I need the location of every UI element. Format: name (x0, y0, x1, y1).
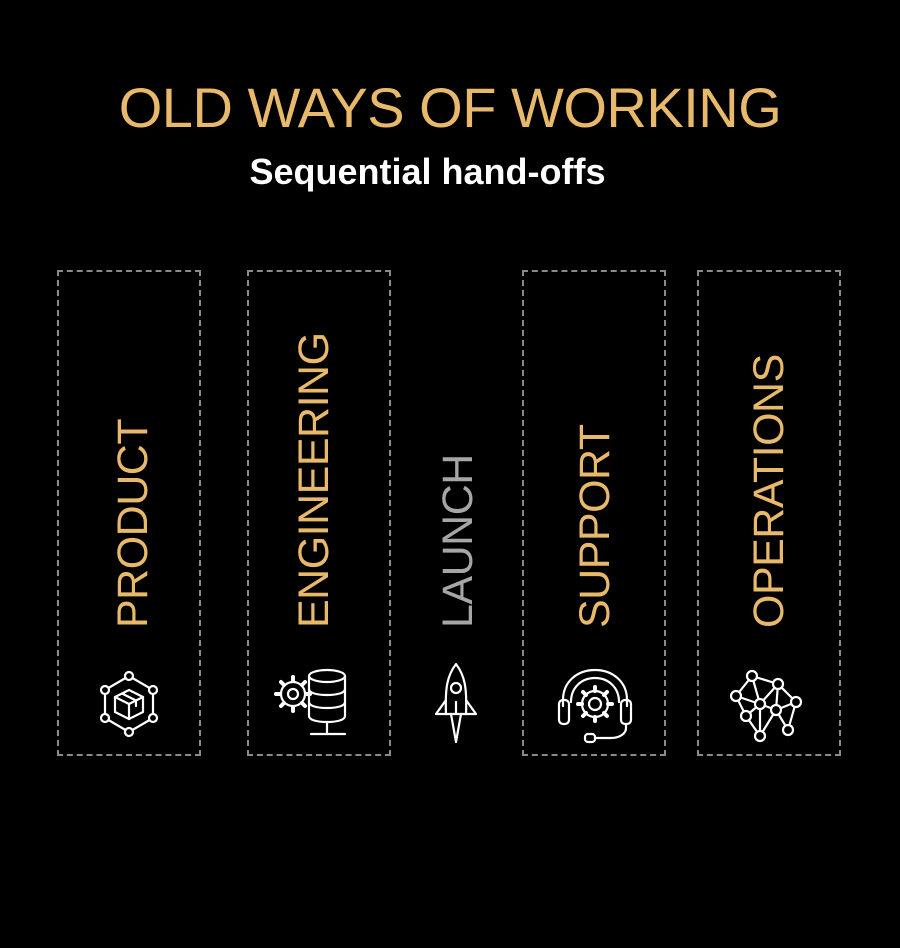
stage-label-support: SUPPORT (571, 424, 619, 628)
stage-box-support (522, 270, 666, 756)
stage-box-product (57, 270, 201, 756)
stage-label-engineering: ENGINEERING (290, 332, 338, 628)
stage-label-launch: LAUNCH (434, 454, 482, 628)
stage-label-product: PRODUCT (109, 418, 157, 628)
package-network-icon (87, 662, 171, 746)
gear-database-icon (271, 662, 355, 746)
rocket-icon (414, 662, 498, 746)
network-nodes-icon (726, 662, 810, 746)
stage-box-operations (697, 270, 841, 756)
page-title: OLD WAYS OF WORKING (118, 76, 782, 139)
headset-gear-icon (553, 662, 637, 746)
stage-box-engineering (247, 270, 391, 756)
page-subtitle: Sequential hand-offs (249, 151, 606, 192)
stage-label-operations: OPERATIONS (745, 354, 793, 628)
